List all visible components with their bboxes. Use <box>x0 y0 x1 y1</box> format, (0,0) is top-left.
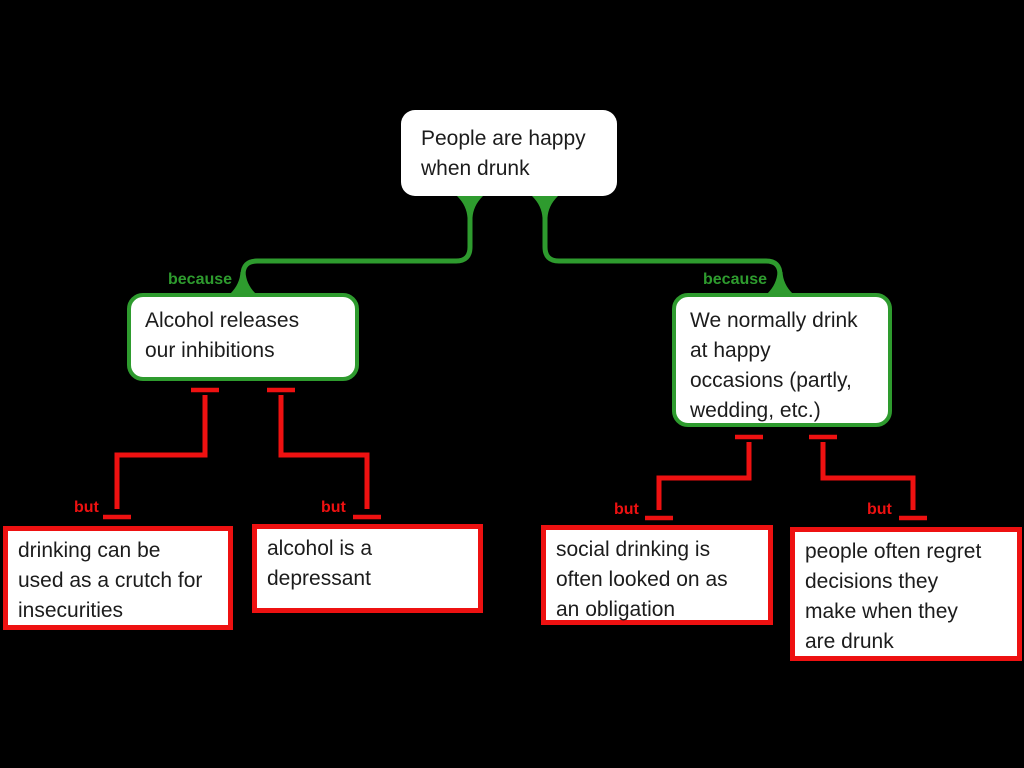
objection-2-line <box>278 395 370 509</box>
connector-label-because-left: because <box>168 271 233 288</box>
support-flare-root-right <box>532 196 558 218</box>
reason-node-happy-occasions[interactable]: We normally drink at happy occasions (pa… <box>672 293 892 427</box>
objection-3-line <box>656 442 752 510</box>
support-flare-reason-left <box>230 272 256 294</box>
claim-node-root[interactable]: People are happy when drunk <box>401 110 617 196</box>
connector-label-but-4: but <box>867 501 892 518</box>
connector-label-but-2: but <box>321 499 346 516</box>
connector-label-but-3: but <box>614 501 639 518</box>
reason-node-inhibitions[interactable]: Alcohol releases our inhibitions <box>127 293 359 381</box>
connector-label-because-right: because <box>703 271 768 288</box>
objection-node-obligation[interactable]: social drinking is often looked on as an… <box>541 525 773 625</box>
support-connector-left-line <box>240 198 473 291</box>
support-flare-reason-right <box>767 272 793 294</box>
objection-1-line <box>114 395 208 509</box>
objection-node-depressant[interactable]: alcohol is a depressant <box>252 524 483 613</box>
support-flare-root-left <box>457 196 483 218</box>
objection-4-line <box>820 442 916 510</box>
support-connector-right-line <box>542 198 783 291</box>
objection-node-crutch[interactable]: drinking can be used as a crutch for ins… <box>3 526 233 630</box>
connector-label-but-1: but <box>74 499 99 516</box>
objection-node-regret[interactable]: people often regret decisions they make … <box>790 527 1022 661</box>
